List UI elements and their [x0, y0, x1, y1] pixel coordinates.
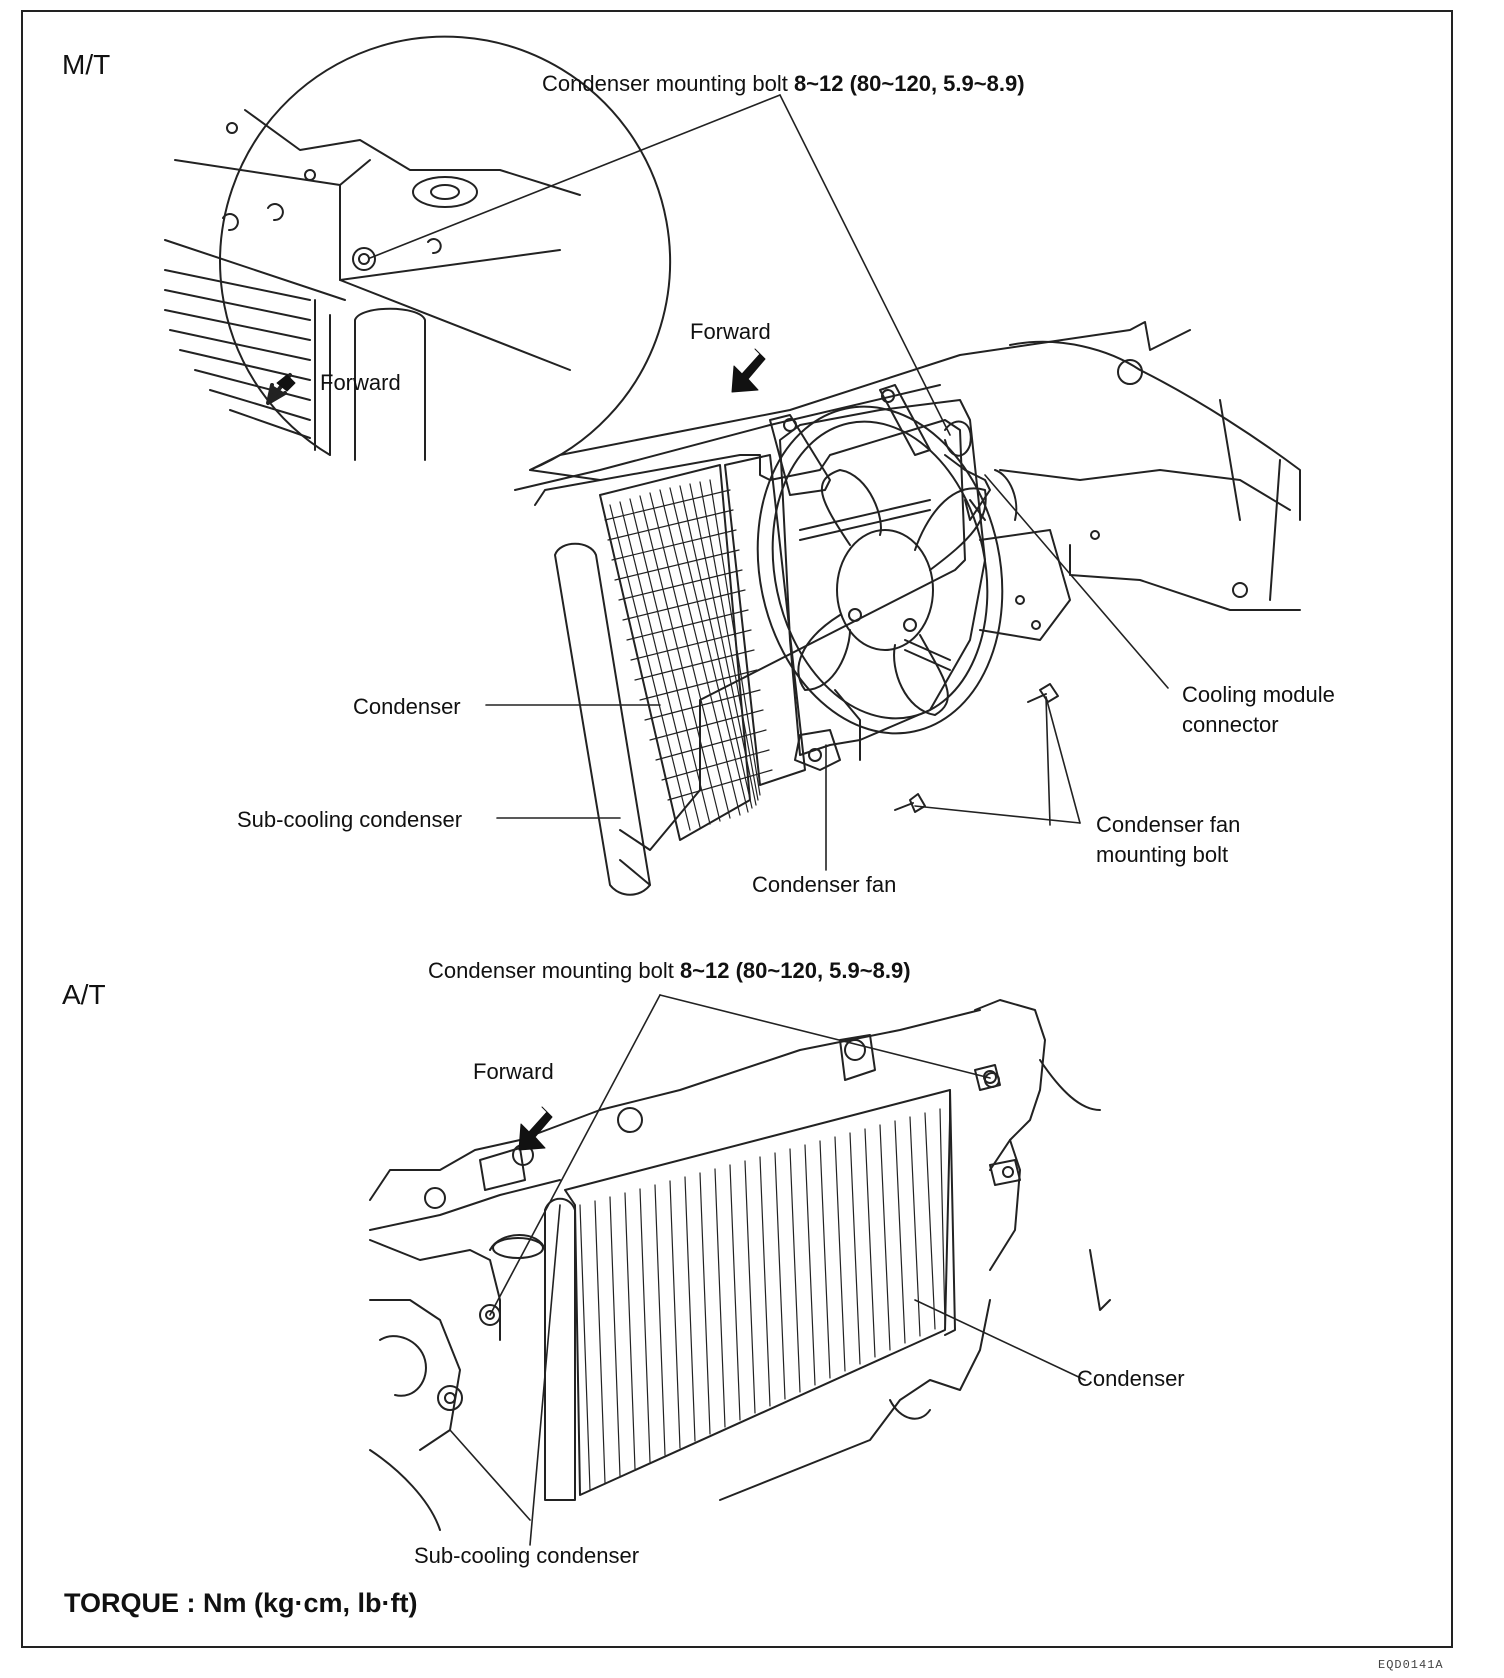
- bolt-label-text: Condenser mounting bolt: [542, 71, 794, 96]
- mt-leaders: [369, 94, 1169, 871]
- at-condenser-mounting-bolt-label: Condenser mounting bolt 8~12 (80~120, 5.…: [428, 958, 911, 984]
- mt-assembly: [514, 321, 1301, 896]
- at-sub-cooling-condenser-label: Sub-cooling condenser: [414, 1543, 640, 1568]
- mt-condenser-mounting-bolt-label: Condenser mounting bolt 8~12 (80~120, 5.…: [542, 71, 1025, 97]
- at-leaders: [449, 994, 1086, 1546]
- figure-code: EQD0141A: [1378, 1658, 1444, 1672]
- condenser-fan-label: Condenser fan: [752, 872, 897, 897]
- section-label-mt: M/T: [62, 49, 111, 80]
- at-assembly: [369, 999, 1111, 1531]
- cooling-module-connector-label-line1: Cooling module: [1182, 682, 1335, 707]
- at-condenser-label: Condenser: [1077, 1366, 1185, 1391]
- at-bolt-torque-value: 8~12 (80~120, 5.9~8.9): [679, 958, 911, 983]
- figure-frame: [21, 10, 1453, 1648]
- at-forward-label: Forward: [473, 1059, 554, 1084]
- forward-label-inset: Forward: [320, 370, 401, 395]
- torque-units-note: TORQUE : Nm (kg·cm, lb·ft): [64, 1588, 418, 1618]
- forward-arrows: [276, 348, 766, 1151]
- forward-label-main: Forward: [690, 319, 771, 344]
- condenser-fan-bolt-label-line2: mounting bolt: [1096, 842, 1229, 867]
- section-label-at: A/T: [62, 979, 106, 1010]
- condenser-fan-bolt-label-line1: Condenser fan: [1096, 812, 1241, 837]
- cooling-module-connector-label-line2: connector: [1182, 712, 1279, 737]
- condenser-label: Condenser: [353, 694, 461, 719]
- sub-cooling-condenser-label: Sub-cooling condenser: [237, 807, 463, 832]
- at-bolt-label-text: Condenser mounting bolt: [428, 958, 680, 983]
- bolt-torque-value: 8~12 (80~120, 5.9~8.9): [793, 71, 1025, 96]
- inset-magnifier: [164, 35, 672, 481]
